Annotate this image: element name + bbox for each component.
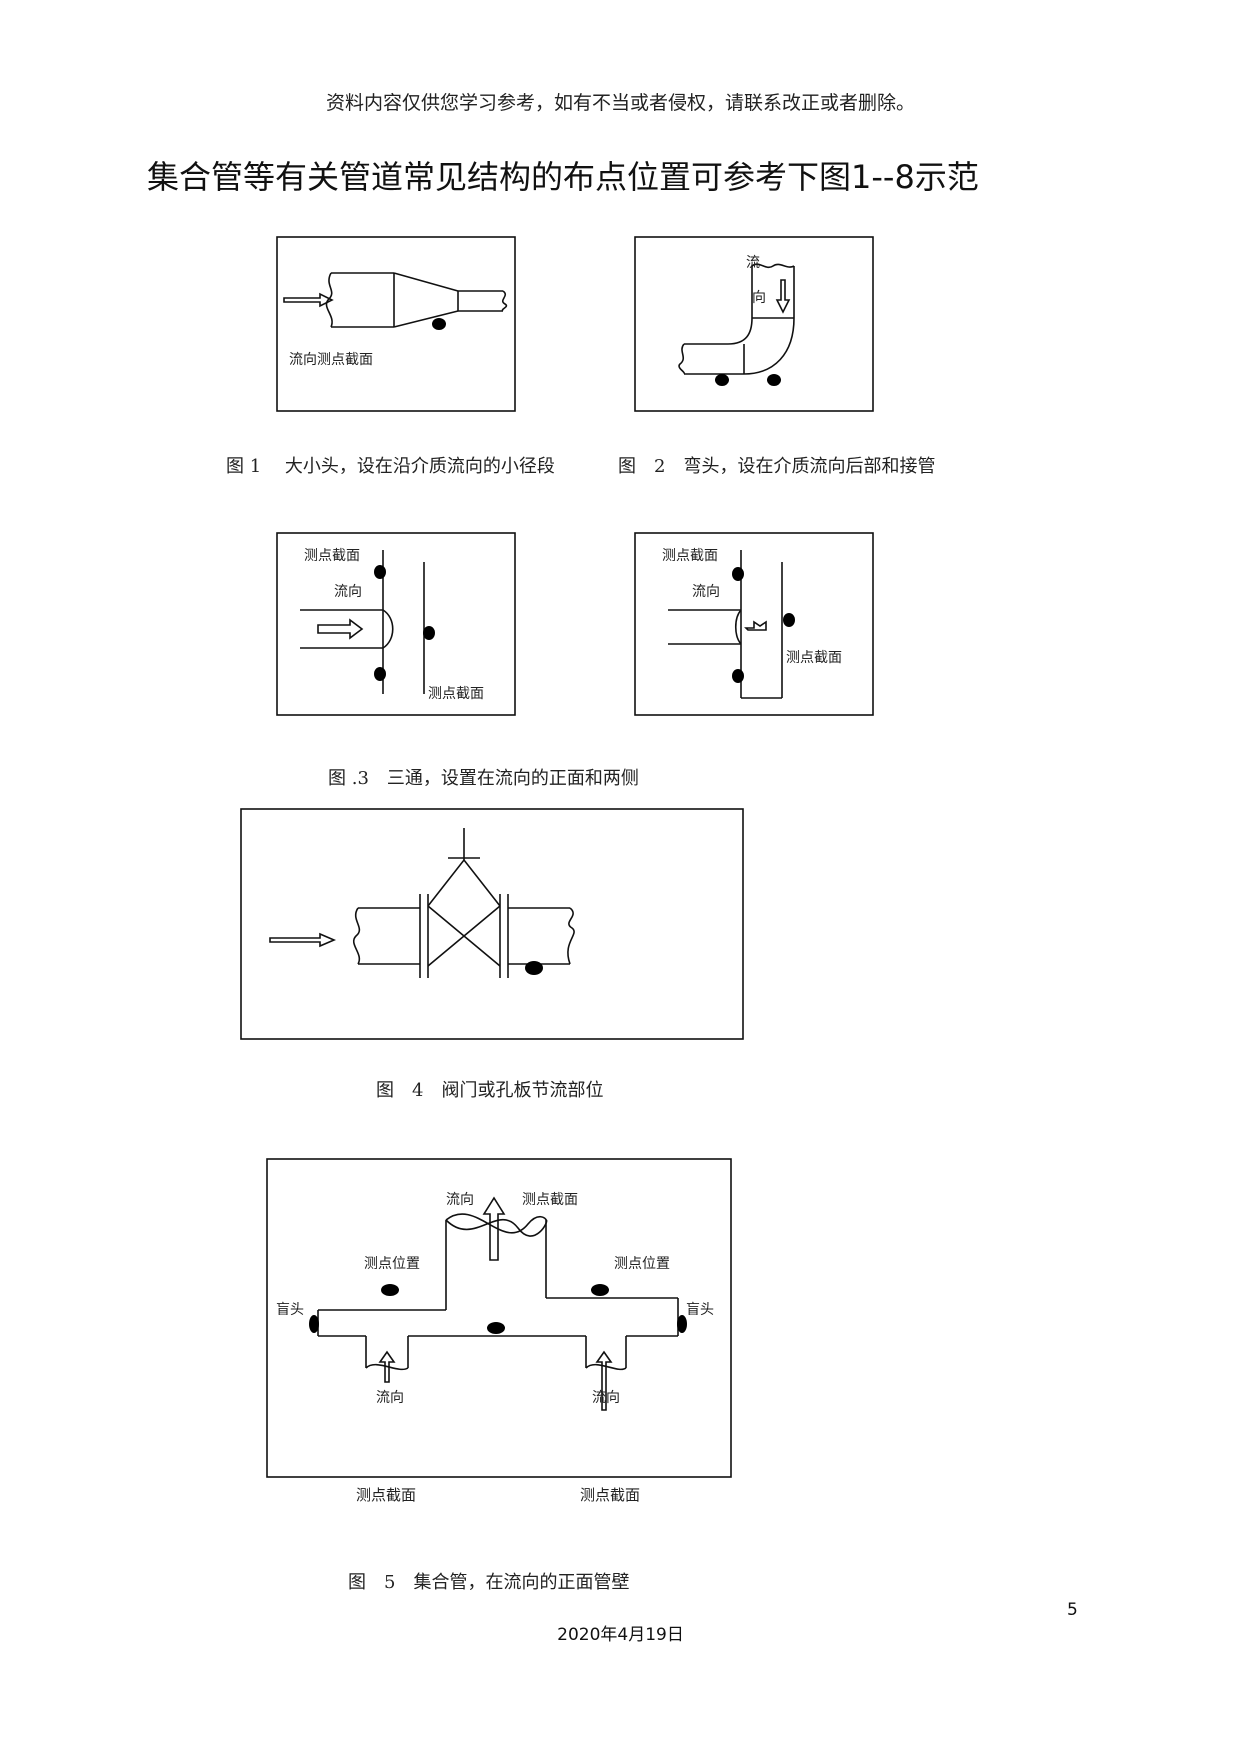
measure-point	[677, 1315, 687, 1333]
measure-point	[309, 1315, 319, 1333]
fig3b-section-top: 测点截面	[662, 548, 718, 564]
fig5-flow-right: 流向	[592, 1390, 620, 1406]
fig3b-flow: 流向	[692, 584, 720, 600]
figure-1-reducer: 流向测点截面	[276, 236, 516, 412]
measure-point	[591, 1284, 609, 1296]
measure-point	[374, 565, 386, 579]
fig5-pos-right: 测点位置	[614, 1256, 670, 1272]
measure-point	[732, 669, 744, 683]
fig3a-section-top: 测点截面	[304, 548, 360, 564]
measure-point	[715, 374, 729, 386]
figure-5-header: 流向 测点截面 测点位置 测点位置 盲头 盲头 流向 流向	[266, 1158, 732, 1478]
figure-2-caption: 图 2 弯头，设在介质流向后部和接管	[618, 456, 936, 477]
measure-point	[381, 1284, 399, 1296]
fig5-section-bottom-left: 测点截面	[356, 1486, 417, 1504]
fig5-cap-right: 盲头	[686, 1301, 714, 1318]
figure-3b-tee: 测点截面 流向 测点截面	[634, 532, 874, 716]
fig5-flow-top: 流向	[446, 1192, 474, 1208]
measure-point	[525, 961, 543, 975]
measure-point	[432, 318, 446, 330]
figure-3-caption: 图 .3 三通，设置在流向的正面和两侧	[328, 768, 639, 789]
fig1-label: 流向测点截面	[289, 352, 373, 368]
page-heading: 集合管等有关管道常见结构的布点位置可参考下图1--8示范	[147, 158, 979, 196]
measure-point	[783, 613, 795, 627]
fig2-label-top: 流	[746, 255, 760, 271]
measure-point	[732, 567, 744, 581]
page-number: 5	[1067, 1600, 1078, 1620]
measure-point	[487, 1322, 505, 1334]
measure-point	[423, 626, 435, 640]
figure-1-caption: 图 1 大小头，设在沿介质流向的小径段	[226, 456, 555, 477]
fig3a-flow: 流向	[334, 584, 362, 600]
fig5-section-bottom-right: 测点截面	[580, 1486, 641, 1504]
document-date: 2020年4月19日	[557, 1625, 684, 1645]
fig5-cap-left: 盲头	[276, 1301, 304, 1318]
figure-5-caption: 图 5 集合管，在流向的正面管壁	[348, 1572, 630, 1593]
measure-point	[374, 667, 386, 681]
header-note: 资料内容仅供您学习参考，如有不当或者侵权，请联系改正或者删除。	[325, 92, 915, 114]
figure-2-elbow: 流 向	[634, 236, 874, 412]
figure-4-caption: 图 4 阀门或孔板节流部位	[376, 1080, 604, 1101]
fig2-label-bottom: 向	[752, 290, 766, 306]
figure-4-valve	[240, 808, 744, 1040]
fig3b-section-right: 测点截面	[786, 650, 842, 666]
measure-point	[767, 374, 781, 386]
fig5-section-top: 测点截面	[522, 1192, 578, 1208]
fig5-pos-left: 测点位置	[364, 1256, 420, 1272]
fig5-flow-left: 流向	[376, 1390, 404, 1406]
fig3a-section-bottom: 测点截面	[428, 686, 484, 702]
figure-3a-tee: 测点截面 流向 测点截面	[276, 532, 516, 716]
